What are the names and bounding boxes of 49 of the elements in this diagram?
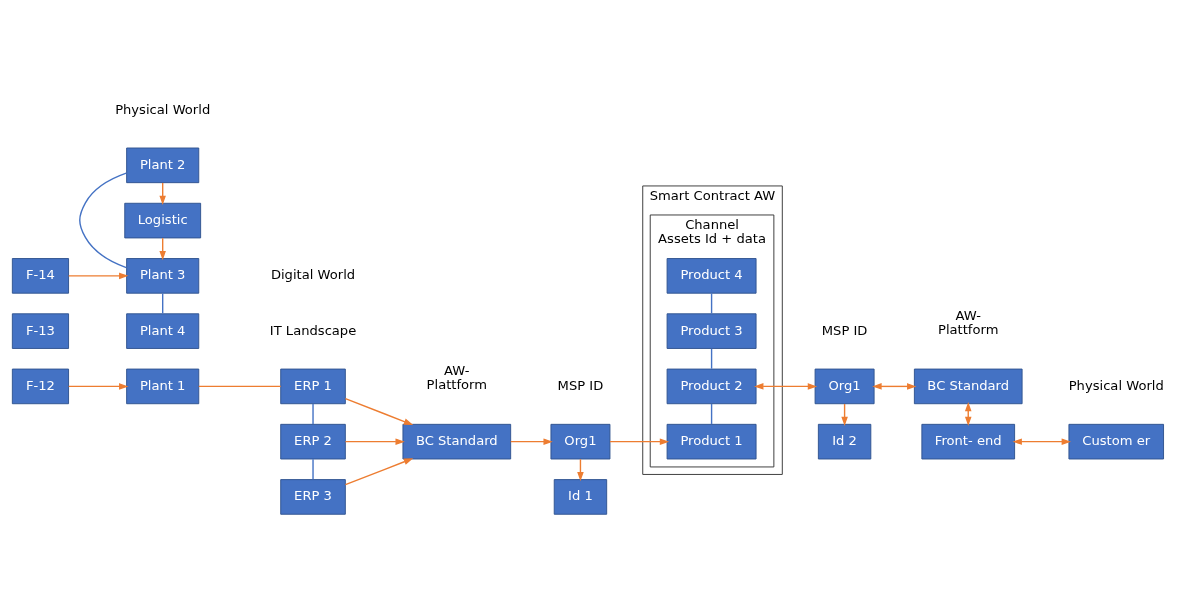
label: AW- Plattform (938, 308, 999, 338)
label: MSP ID (821, 322, 868, 338)
connector (710, 403, 713, 425)
label: Physical World (1068, 377, 1164, 393)
node-box: Product 2 (666, 368, 757, 405)
arrow (68, 383, 129, 390)
connector (312, 403, 314, 425)
connector (198, 385, 282, 388)
node-box: Plant 4 (126, 313, 200, 349)
label: MSP ID (557, 377, 604, 393)
node-box: ERP 2 (280, 423, 346, 460)
node-box: BC Standard (402, 423, 512, 460)
node-box: Product 4 (666, 258, 757, 294)
node-box: BC Standard (913, 368, 1023, 405)
arrow (609, 438, 670, 445)
node-box: F-13 (11, 313, 69, 349)
connector (312, 458, 314, 480)
node-box: Custom er (1068, 423, 1164, 460)
node-box: Product 1 (666, 423, 757, 460)
node-box: Logistic (124, 202, 202, 239)
node-box: Plant 2 (126, 147, 200, 184)
label: AW- Plattform (426, 363, 488, 393)
arrow (510, 438, 553, 445)
arrow (1012, 438, 1071, 445)
connector (79, 172, 127, 269)
node-box: ERP 1 (280, 368, 346, 405)
node-box: Product 3 (666, 313, 757, 349)
node-box: Org1 (550, 423, 611, 460)
node-box: Id 2 (817, 423, 872, 460)
arrow (344, 458, 414, 486)
connector (710, 292, 713, 315)
node-box: Org1 (814, 368, 875, 405)
node-box: Plant 3 (126, 258, 200, 294)
node-box: F-12 (11, 368, 69, 405)
arrow (344, 438, 405, 445)
node-box: F-14 (11, 258, 69, 294)
label: Physical World (115, 101, 211, 117)
node-box: Front- end (921, 423, 1016, 460)
connector (710, 348, 713, 370)
connector (162, 292, 164, 315)
label: IT Landscape (269, 322, 357, 338)
arrow (754, 383, 818, 390)
node-box: ERP 3 (280, 479, 346, 515)
node-box: Id 1 (553, 479, 608, 515)
arrow (344, 397, 414, 426)
arrow (872, 383, 917, 390)
arrow (68, 272, 129, 280)
node-box: Plant 1 (126, 368, 200, 405)
label: Digital World (270, 267, 356, 283)
